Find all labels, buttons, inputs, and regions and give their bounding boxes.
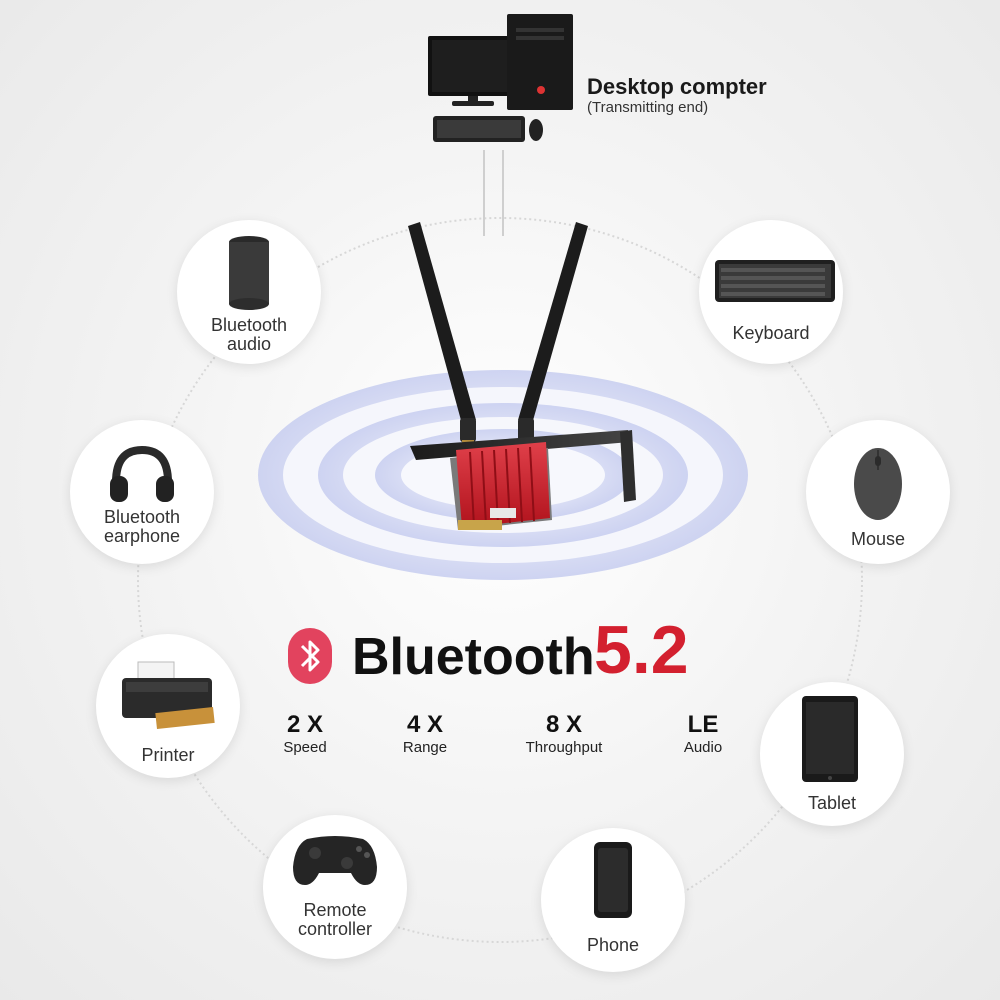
device-bluetooth-earphone[interactable]: Bluetooth earphone bbox=[70, 420, 214, 564]
headphones-icon bbox=[110, 445, 174, 502]
keyboard-icon bbox=[715, 260, 835, 302]
orbit-circle bbox=[137, 217, 863, 943]
link-lines bbox=[483, 150, 504, 236]
mouse-icon bbox=[854, 448, 902, 520]
device-label: Remote controller bbox=[297, 900, 373, 939]
device-tablet[interactable]: Tablet bbox=[760, 682, 904, 826]
feature-label: Audio bbox=[683, 739, 723, 756]
bluetooth-wordmark: Bluetooth bbox=[352, 628, 595, 686]
feature-range: 4 X Range bbox=[365, 712, 485, 758]
device-bluetooth-audio[interactable]: Bluetooth audio bbox=[177, 220, 321, 364]
device-label: Phone bbox=[586, 935, 640, 955]
desktop-computer bbox=[428, 14, 573, 142]
feature-value: 8 X bbox=[545, 711, 583, 738]
device-label: Keyboard bbox=[732, 323, 810, 343]
device-mouse[interactable]: Mouse bbox=[806, 420, 950, 564]
gamepad-icon bbox=[293, 836, 377, 885]
device-phone[interactable]: Phone bbox=[541, 828, 685, 972]
device-printer[interactable]: Printer bbox=[96, 634, 240, 778]
device-label: Tablet bbox=[807, 793, 857, 813]
device-label: Printer bbox=[141, 745, 195, 765]
device-label: Bluetooth audio bbox=[210, 315, 288, 354]
tablet-icon bbox=[802, 696, 858, 782]
printer-icon bbox=[122, 661, 215, 729]
feature-label: Range bbox=[402, 739, 448, 756]
device-keyboard[interactable]: Keyboard bbox=[699, 220, 843, 364]
device-label: Mouse bbox=[850, 529, 906, 549]
feature-speed: 2 X Speed bbox=[245, 712, 365, 758]
device-label: Bluetooth earphone bbox=[103, 507, 181, 546]
feature-audio: LE Audio bbox=[643, 712, 763, 758]
speaker-icon bbox=[229, 236, 269, 310]
feature-value: 2 X bbox=[286, 711, 324, 738]
desktop-title: Desktop compter bbox=[587, 74, 767, 99]
wifi-card bbox=[410, 430, 636, 530]
bluetooth-icon bbox=[288, 628, 332, 684]
phone-icon bbox=[594, 842, 632, 918]
bluetooth-version: 5.2 bbox=[594, 612, 689, 688]
desktop-subtitle: (Transmitting end) bbox=[587, 99, 709, 116]
feature-throughput: 8 X Throughput bbox=[504, 712, 624, 758]
device-remote-controller[interactable]: Remote controller bbox=[263, 815, 407, 959]
feature-label: Throughput bbox=[525, 739, 603, 756]
feature-label: Speed bbox=[283, 739, 327, 756]
feature-value: 4 X bbox=[406, 711, 444, 738]
feature-value: LE bbox=[687, 711, 719, 738]
